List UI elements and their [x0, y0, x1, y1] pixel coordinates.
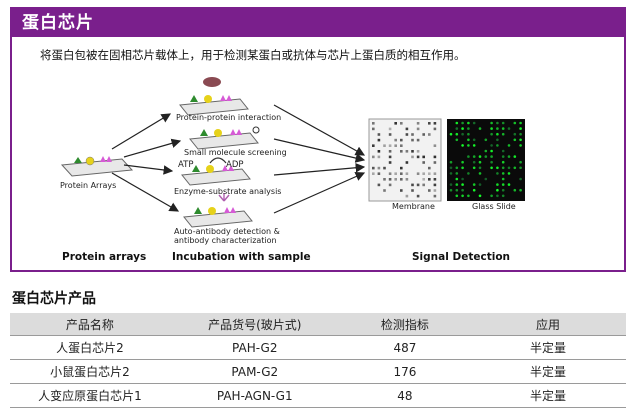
label-incubation: Incubation with sample — [172, 251, 311, 263]
table-row: 人变应原蛋白芯片1 PAH-AGN-G1 48 半定量 — [10, 383, 626, 408]
panel-title: 蛋白芯片 — [12, 9, 624, 37]
cell-catalog-number: PAH-G2 — [169, 335, 340, 360]
step-auto-antibody: Auto-antibody detection & — [174, 227, 280, 236]
assay-enzyme-substrate — [181, 157, 251, 186]
glass-slide-image — [447, 119, 525, 201]
cell-catalog-number: PAH-AGN-G1 — [169, 383, 340, 408]
assay-small-molecule — [189, 126, 260, 150]
membrane-label: Membrane — [392, 202, 435, 211]
glass-slide-label: Glass Slide — [472, 202, 516, 211]
workflow-diagram — [60, 77, 525, 228]
products-table: 产品名称 产品货号(玻片式) 检测指标 应用 人蛋白芯片2 PAH-G2 487… — [10, 313, 626, 408]
protein-chip-panel: 蛋白芯片 将蛋白包被在固相芯片载体上，用于检测某蛋白或抗体与芯片上蛋白质的相互作… — [10, 7, 626, 272]
cell-catalog-number: PAM-G2 — [169, 359, 340, 384]
cell-detection-count: 48 — [339, 383, 471, 408]
label-protein-arrays: Protein arrays — [62, 251, 147, 263]
cell-application: 半定量 — [470, 359, 626, 384]
cell-product-name: 人蛋白芯片2 — [10, 335, 170, 360]
protein-arrays-caption: Protein Arrays — [60, 181, 117, 190]
atp-label: ATP — [178, 160, 194, 170]
products-section-title: 蛋白芯片产品 — [12, 291, 96, 307]
cell-detection-count: 176 — [339, 359, 471, 384]
label-signal-detection: Signal Detection — [412, 251, 511, 263]
cell-detection-count: 487 — [339, 335, 471, 360]
assay-auto-antibody — [183, 193, 253, 228]
table-header-row: 产品名称 产品货号(玻片式) 检测指标 应用 — [10, 313, 626, 336]
table-row: 小鼠蛋白芯片2 PAM-G2 176 半定量 — [10, 359, 626, 384]
cell-product-name: 人变应原蛋白芯片1 — [10, 383, 170, 408]
header-catalog-number: 产品货号(玻片式) — [169, 313, 340, 336]
cell-application: 半定量 — [470, 335, 626, 360]
step-protein-protein: Protein-protein interaction — [176, 113, 282, 122]
step-enzyme-substrate: Enzyme-substrate analysis — [174, 187, 282, 196]
header-application: 应用 — [470, 313, 626, 336]
step-small-molecule: Small molecule screening — [184, 148, 287, 157]
header-product-name: 产品名称 — [10, 313, 170, 336]
cell-application: 半定量 — [470, 383, 626, 408]
assay-protein-protein — [179, 77, 249, 116]
protein-array-slide — [60, 156, 134, 177]
header-detection-count: 检测指标 — [339, 313, 471, 336]
step-antibody-characterization: antibody characterization — [174, 236, 277, 245]
cell-product-name: 小鼠蛋白芯片2 — [10, 359, 170, 384]
table-row: 人蛋白芯片2 PAH-G2 487 半定量 — [10, 335, 626, 360]
adp-label: ADP — [226, 160, 244, 170]
panel-description: 将蛋白包被在固相芯片载体上，用于检测某蛋白或抗体与芯片上蛋白质的相互作用。 — [40, 48, 466, 62]
membrane-image — [368, 118, 442, 202]
